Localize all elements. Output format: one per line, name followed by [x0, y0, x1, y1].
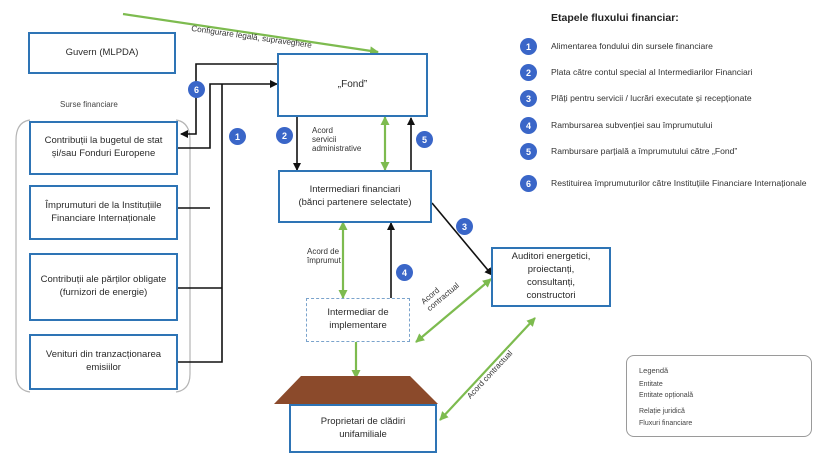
step-1-text: Alimentarea fondului din sursele financi…: [551, 41, 713, 51]
legend-legal-label: Relație juridică: [639, 408, 685, 415]
step-2-badge: 2: [520, 64, 537, 81]
edge-acord-contractual-1: [415, 278, 492, 343]
auditori-box: Auditori energetici, proiectanți, consul…: [491, 247, 611, 307]
steps-title: Etapele fluxului financiar:: [551, 12, 679, 24]
badge-2: 2: [276, 127, 293, 144]
step-1-badge: 1: [520, 38, 537, 55]
flow-fond-ifi: [180, 63, 277, 138]
house-roof: [274, 376, 438, 404]
intermediari-financiari-box: Intermediari financiari (bănci partenere…: [278, 170, 432, 223]
badge-3: 3: [456, 218, 473, 235]
legend: Legendă Entitate Entitate opțională Rela…: [626, 355, 812, 437]
source-contributii-buget: Contribuții la bugetul de stat și/sau Fo…: [29, 121, 178, 175]
sources-bracket: [15, 119, 31, 393]
step-1: 1 Alimentarea fondului din sursele finan…: [520, 38, 827, 55]
acord-imprumut-label: Acord de împrumut: [307, 247, 341, 265]
flow-sources-fond: [178, 80, 278, 149]
step-6: 6 Restituirea împrumuturilor către Insti…: [520, 175, 827, 192]
step-5: 5 Rambursare parțială a împrumutului căt…: [520, 143, 827, 160]
legend-optional-label: Entitate opțională: [639, 392, 694, 399]
step-6-badge: 6: [520, 175, 537, 192]
step-5-text: Rambursare parțială a împrumutului către…: [551, 146, 738, 156]
intermediar-implementare-box: Intermediar de implementare: [306, 298, 410, 342]
legend-flow-label: Fluxuri financiare: [639, 420, 693, 427]
step-6-text: Restituirea împrumuturilor către Institu…: [551, 178, 807, 188]
badge-6: 6: [188, 81, 205, 98]
guvern-box: Guvern (MLPDA): [28, 32, 176, 74]
source-emisii: Venituri din tranzacționarea emisiilor: [29, 334, 178, 390]
edge-acord-contractual-2: [439, 317, 536, 421]
legend-title: Legendă: [639, 366, 669, 375]
step-3-text: Plăți pentru servicii / lucrări executat…: [551, 93, 752, 103]
sources-bracket-right: [175, 119, 191, 393]
step-4: 4 Rambursarea subvenției sau împrumutulu…: [520, 117, 827, 134]
step-3: 3 Plăți pentru servicii / lucrări execut…: [520, 90, 827, 107]
legend-entity-label: Entitate: [639, 381, 663, 388]
flow-intermediari-auditori: [431, 202, 493, 276]
badge-1: 1: [229, 128, 246, 145]
step-2-text: Plata către contul special al Intermedia…: [551, 67, 753, 77]
step-2: 2 Plata către contul special al Intermed…: [520, 64, 827, 81]
fond-box: „Fond”: [277, 53, 428, 117]
edge-configurare: [122, 12, 379, 56]
badge-4: 4: [396, 264, 413, 281]
flow-source-4: [178, 84, 223, 363]
source-imprumuturi-ifi: Împrumuturi de la Instituțiile Financiar…: [29, 185, 178, 240]
proprietari-box: Proprietari de clădiri unifamiliale: [289, 404, 437, 453]
sources-title: Surse financiare: [60, 100, 118, 109]
badge-5: 5: [416, 131, 433, 148]
step-5-badge: 5: [520, 143, 537, 160]
step-4-text: Rambursarea subvenției sau împrumutului: [551, 120, 713, 130]
acord-servicii-label: Acord servicii administrative: [312, 126, 362, 153]
step-3-badge: 3: [520, 90, 537, 107]
step-4-badge: 4: [520, 117, 537, 134]
source-parti-obligate: Contribuții ale părților obligate (furni…: [29, 253, 178, 321]
